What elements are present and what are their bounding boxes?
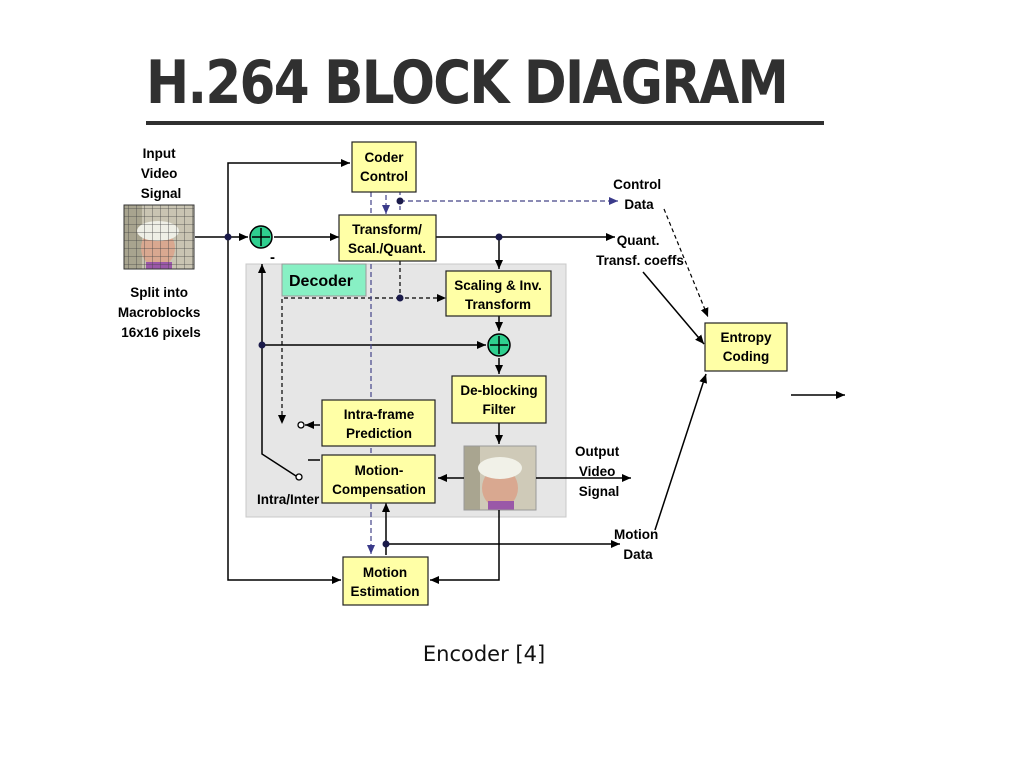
frame-to-motion-estimation-line	[430, 510, 500, 584]
coeffs-to-entropy-line	[642, 271, 705, 345]
output-frame-thumbnail	[463, 445, 537, 511]
input-video-label: Input Video Signal	[141, 146, 182, 201]
minus-sign: -	[270, 249, 275, 266]
figure-caption: Encoder [4]	[422, 642, 546, 666]
motion-data-to-entropy-line	[654, 373, 708, 531]
junction-dot	[495, 233, 503, 241]
input-adder-icon	[249, 225, 273, 249]
junction-dot	[382, 540, 390, 548]
intra-inter-switch-line	[258, 264, 297, 477]
scaling-inv-transform-block: Scaling & Inv.Transform	[445, 270, 552, 317]
junction-dot	[396, 197, 404, 205]
inter-switch-contact	[295, 473, 303, 481]
svg-text:Motion-Compensation: Motion-Compensation	[332, 463, 426, 497]
intra-switch-contact	[297, 421, 305, 429]
svg-text:Scaling & Inv.Transform: Scaling & Inv.Transform	[454, 278, 542, 312]
motion-data-label: Motion Data	[614, 527, 662, 562]
input-frame-thumbnail	[123, 204, 195, 270]
junction-dot	[396, 294, 404, 302]
motion-compensation-block: Motion-Compensation	[321, 454, 436, 504]
split-macroblocks-label: Split into Macroblocks 16x16 pixels	[118, 285, 204, 340]
decoder-label: Decoder	[289, 273, 353, 290]
transform-quant-block: Transform/Scal./Quant.	[338, 214, 437, 262]
decoder-label-box	[281, 263, 367, 297]
control-data-label: Control Data	[613, 177, 665, 212]
control-data-to-entropy-dashed-line	[663, 208, 709, 318]
quant-coeffs-label: Quant. Transf. coeffs	[596, 233, 684, 268]
title-underline	[146, 121, 824, 125]
page-title: H.264 BLOCK DIAGRAM	[146, 48, 789, 118]
input-to-coder-control-line	[227, 159, 350, 237]
junction-dot	[258, 341, 266, 349]
output-video-label: Output Video Signal	[575, 444, 623, 499]
reconstruction-adder-icon	[487, 333, 511, 357]
junction-dot	[224, 233, 232, 241]
svg-text:Transform/Scal./Quant.: Transform/Scal./Quant.	[348, 222, 426, 256]
input-to-motion-estimation-line	[227, 237, 341, 584]
intra-inter-label: Intra/Inter	[257, 492, 320, 507]
